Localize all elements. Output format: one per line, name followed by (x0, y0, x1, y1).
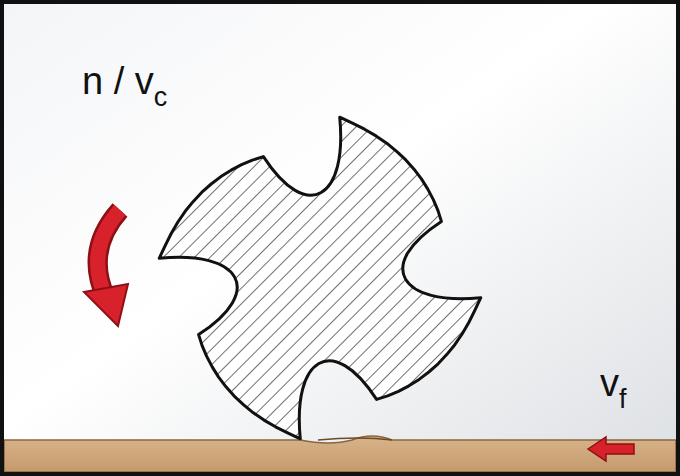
cut-surface (318, 438, 392, 440)
subscript: c (154, 82, 168, 112)
symbol-text: v (600, 362, 619, 404)
rotation-arrow (98, 210, 120, 298)
end-mill-cutter (159, 117, 481, 439)
rotation-arrowhead (84, 284, 128, 326)
feed-arrow (588, 437, 634, 461)
speed-label: n / vc (82, 62, 167, 100)
rotation-arrow-shadow (98, 210, 120, 298)
symbol-text: n / v (82, 60, 154, 102)
workpiece (4, 436, 676, 472)
feed-label: vf (600, 364, 627, 402)
subscript: f (619, 384, 627, 414)
